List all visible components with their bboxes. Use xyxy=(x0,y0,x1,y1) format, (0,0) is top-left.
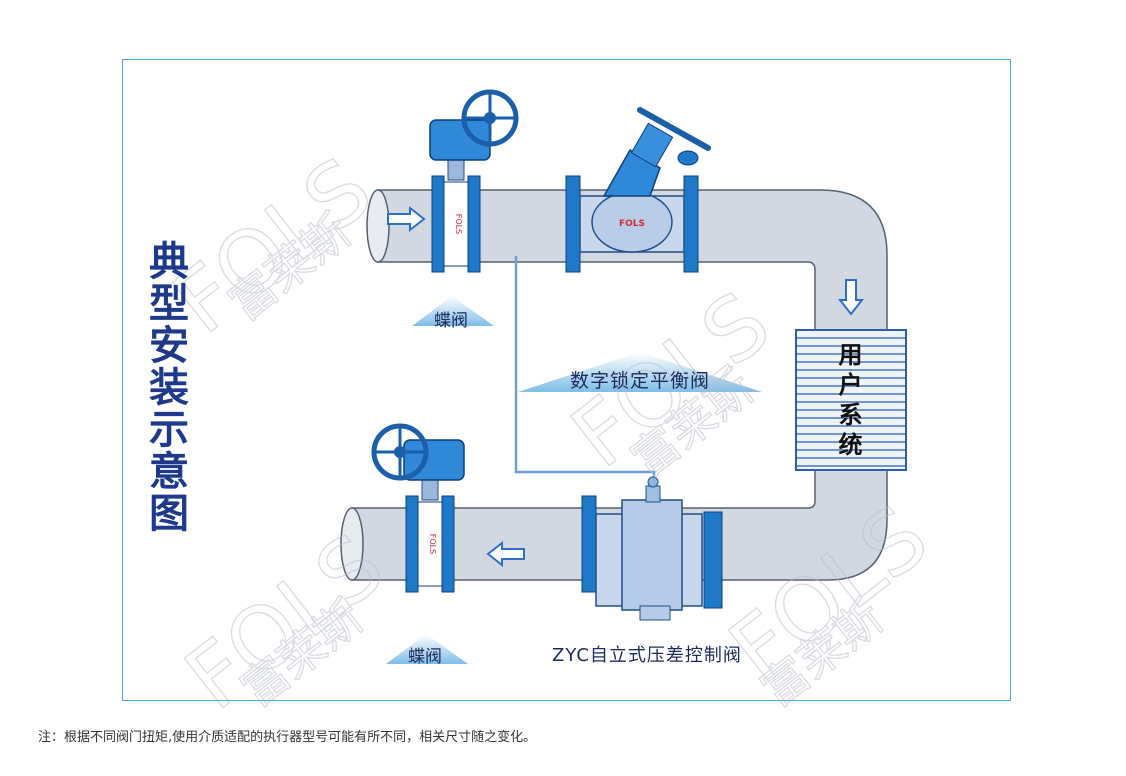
butterfly-valve-bottom: FOLS xyxy=(371,423,465,593)
flow-arrows xyxy=(387,205,865,568)
label-balance-valve: 数字锁定平衡阀 xyxy=(570,370,711,392)
flow-arrow-left-icon xyxy=(486,540,525,568)
flow-arrow-down-icon xyxy=(837,279,865,316)
label-diff-pressure-valve: ZYC自立式压差控制阀 xyxy=(552,645,742,666)
user-system-unit xyxy=(795,329,907,471)
label-butterfly-valve-bottom: 蝶阀 xyxy=(408,647,442,667)
label-user-system: 用户系统 xyxy=(834,342,862,462)
top-pipe-end xyxy=(366,189,390,263)
label-butterfly-valve-top: 蝶阀 xyxy=(434,311,468,331)
diagram-title: 典型安装示意图 xyxy=(142,240,188,534)
differential-pressure-valve xyxy=(581,476,723,621)
label-backgrounds xyxy=(386,296,762,664)
top-pipe xyxy=(377,189,888,331)
footnote: 注：根据不同阀门扭矩,使用介质适配的执行器型号可能有所不同，相关尺寸随之变化。 xyxy=(38,730,537,745)
balance-valve: FOLS xyxy=(565,107,711,273)
flow-arrow-right-icon xyxy=(387,205,426,233)
valve-brand-text: FOLS xyxy=(619,219,645,229)
valve-brand-text: FOLS xyxy=(454,214,463,234)
handwheel-icon xyxy=(637,107,711,151)
valve-brand-text: FOLS xyxy=(428,534,437,554)
radiator-fins xyxy=(796,337,906,467)
butterfly-valve-top: FOLS xyxy=(429,89,519,273)
bottom-pipe-end xyxy=(340,507,364,581)
diagram-frame xyxy=(122,59,1011,701)
